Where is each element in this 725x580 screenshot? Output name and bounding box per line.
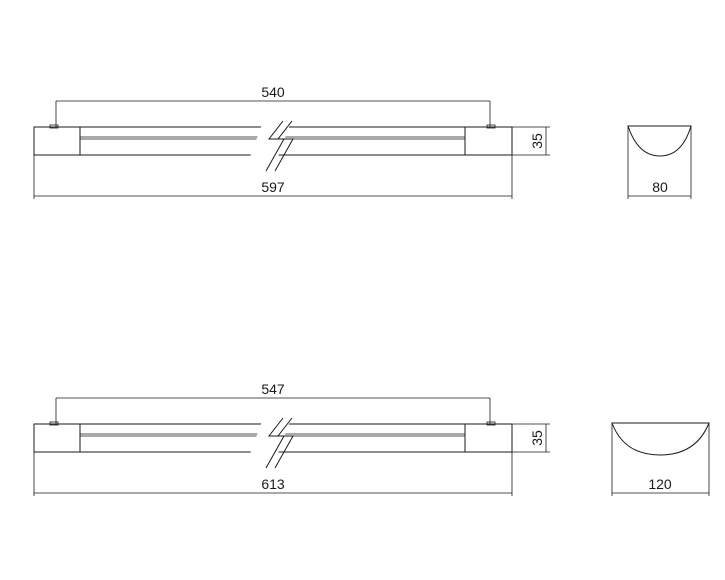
fixture-end-view-bottom: 120 — [611, 422, 710, 496]
dim-height-top: 35 — [529, 133, 545, 149]
dim-overall-length-bottom: 613 — [261, 476, 285, 492]
dim-height-bottom: 35 — [529, 430, 545, 446]
fixture-side-view-top: 540 597 35 — [33, 84, 550, 199]
dim-end-width-bottom: 120 — [648, 476, 672, 492]
dim-inner-length-bottom: 547 — [261, 381, 285, 397]
dim-inner-length-top: 540 — [261, 84, 285, 100]
dim-end-width-top: 80 — [652, 179, 668, 195]
fixture-end-view-top: 80 — [627, 125, 692, 199]
dim-overall-length-top: 597 — [261, 179, 285, 195]
fixture-side-view-bottom: 547 613 35 — [33, 381, 550, 496]
